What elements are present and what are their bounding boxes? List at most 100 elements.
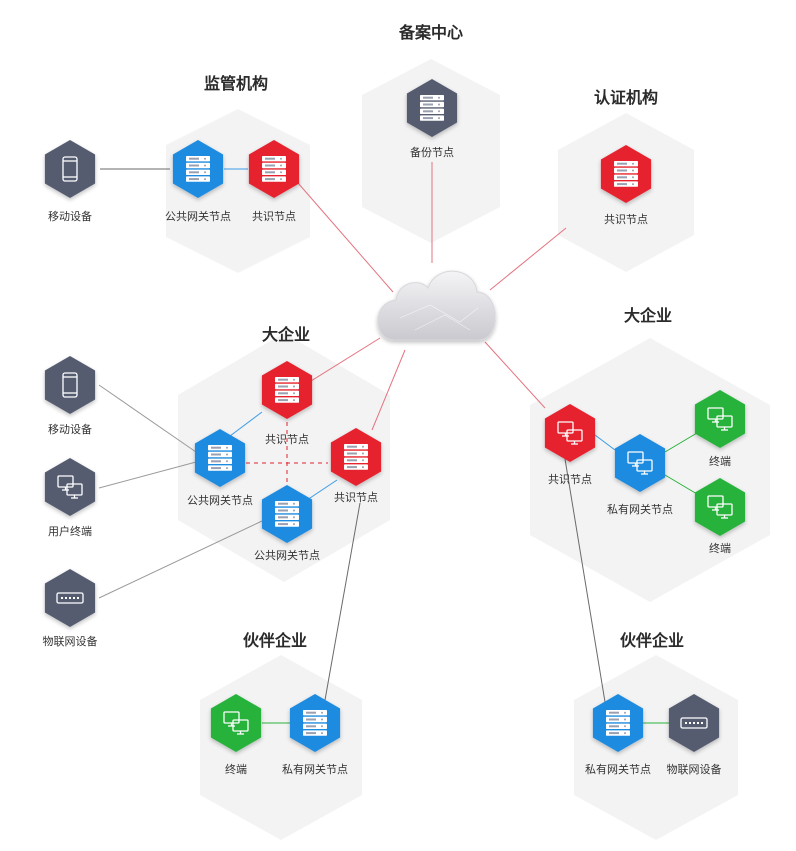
node-hexagon xyxy=(194,429,246,487)
link-br-gw-terminal-top xyxy=(664,432,698,453)
node-br-private-gw: 私有网关节点 xyxy=(607,434,673,516)
node-label: 共识节点 xyxy=(252,210,296,223)
node-reg-mobile: 移动设备 xyxy=(44,140,96,223)
node-hexagon xyxy=(248,140,300,198)
node-bl-gateway-left: 公共网关节点 xyxy=(187,429,253,507)
cloud-icon xyxy=(377,270,496,341)
node-hexagon xyxy=(44,140,96,198)
node-ext-terminal: 用户终端 xyxy=(44,458,96,538)
node-label: 公共网关节点 xyxy=(165,209,231,223)
server-icon xyxy=(614,161,638,187)
title-filing: 备案中心 xyxy=(398,23,463,42)
node-label: 终端 xyxy=(225,762,247,776)
node-hexagon xyxy=(172,140,224,198)
title-bigco-left: 大企业 xyxy=(262,325,310,344)
node-ext-mobile: 移动设备 xyxy=(44,356,96,436)
node-hexagon xyxy=(592,694,644,752)
link-bigco-left-cloud xyxy=(302,337,381,387)
node-hexagon xyxy=(289,694,341,752)
mobile-icon xyxy=(62,372,78,398)
monitor-icon xyxy=(57,475,83,499)
node-label: 物联网设备 xyxy=(43,634,98,648)
node-label: 私有网关节点 xyxy=(282,762,348,776)
node-label: 用户终端 xyxy=(48,524,92,538)
server-icon xyxy=(344,444,368,470)
node-pl-terminal: 终端 xyxy=(210,694,262,776)
node-cert-consensus: 共识节点 xyxy=(600,145,652,226)
monitor-icon xyxy=(223,711,249,735)
node-reg-consensus: 共识节点 xyxy=(248,140,300,223)
server-icon xyxy=(208,445,232,471)
network-nodes: 移动设备公共网关节点共识节点备份节点共识节点共识节点公共网关节点共识节点公共网关… xyxy=(43,79,746,776)
link-br-partner-right xyxy=(564,458,607,709)
link-bl-partner-left xyxy=(324,502,361,701)
node-label: 公共网关节点 xyxy=(187,493,253,507)
monitor-icon xyxy=(627,451,653,475)
node-bl-consensus-top: 共识节点 xyxy=(261,361,313,446)
server-icon xyxy=(275,501,299,527)
node-pr-iot: 物联网设备 xyxy=(667,694,722,776)
filing-group-bg xyxy=(362,59,500,243)
server-icon xyxy=(420,95,444,121)
link-br-consensus-gw xyxy=(594,434,616,451)
node-reg-gateway: 公共网关节点 xyxy=(165,140,231,223)
server-icon xyxy=(262,156,286,182)
node-label: 物联网设备 xyxy=(667,762,722,776)
node-hexagon xyxy=(330,428,382,486)
node-label: 共识节点 xyxy=(334,491,378,504)
node-hexagon xyxy=(600,145,652,203)
link-bl-gwbottom-consensus-right xyxy=(306,479,338,501)
group-titles: 监管机构 备案中心 认证机构 大企业 大企业 伙伴企业 伙伴企业 xyxy=(204,23,684,650)
connection-lines xyxy=(98,162,698,724)
monitor-icon xyxy=(707,407,733,431)
node-label: 共识节点 xyxy=(604,213,648,226)
node-bl-consensus-right: 共识节点 xyxy=(330,428,382,504)
node-br-terminal-top: 终端 xyxy=(694,390,746,468)
node-bl-gateway-bottom: 公共网关节点 xyxy=(254,485,320,562)
title-regulator: 监管机构 xyxy=(204,74,268,93)
link-ext-mobile xyxy=(98,384,197,453)
title-cert: 认证机构 xyxy=(594,88,658,107)
node-ext-iot: 物联网设备 xyxy=(43,569,98,648)
node-hexagon xyxy=(261,485,313,543)
iot-icon xyxy=(56,592,84,604)
node-label: 共识节点 xyxy=(548,473,592,486)
node-label: 公共网关节点 xyxy=(254,548,320,562)
node-filing-backup: 备份节点 xyxy=(406,79,458,159)
link-ext-iot xyxy=(98,520,263,599)
partner-right-group-bg xyxy=(574,655,738,840)
title-bigco-right: 大企业 xyxy=(624,306,672,325)
group-backgrounds xyxy=(166,59,770,840)
server-icon xyxy=(303,710,327,736)
link-cert-cloud xyxy=(489,227,567,291)
node-pr-private-gw: 私有网关节点 xyxy=(585,694,651,776)
node-hexagon xyxy=(406,79,458,137)
node-label: 移动设备 xyxy=(48,422,92,436)
iot-icon xyxy=(680,717,708,729)
link-bigco-right-cloud xyxy=(484,341,546,409)
node-pl-private-gw: 私有网关节点 xyxy=(282,694,348,776)
node-label: 移动设备 xyxy=(48,209,92,223)
node-br-consensus: 共识节点 xyxy=(544,404,596,486)
node-label: 备份节点 xyxy=(410,145,454,159)
link-regulator-cloud xyxy=(297,182,394,293)
server-icon xyxy=(186,156,210,182)
mobile-icon xyxy=(62,156,78,182)
title-partner-left: 伙伴企业 xyxy=(243,631,307,650)
link-ext-terminal xyxy=(98,461,197,489)
server-icon xyxy=(606,710,630,736)
node-br-terminal-bottom: 终端 xyxy=(694,478,746,555)
node-hexagon xyxy=(261,361,313,419)
node-label: 共识节点 xyxy=(265,433,309,446)
monitor-icon xyxy=(557,421,583,445)
node-hexagon xyxy=(44,356,96,414)
title-partner-right: 伙伴企业 xyxy=(620,631,684,650)
monitor-icon xyxy=(707,495,733,519)
bigco-left-group-bg xyxy=(178,333,390,582)
partner-left-group-bg xyxy=(200,655,362,840)
node-label: 私有网关节点 xyxy=(607,502,673,516)
link-br-gw-terminal-bottom xyxy=(664,474,698,495)
node-label: 终端 xyxy=(709,454,731,468)
node-label: 终端 xyxy=(709,541,731,555)
